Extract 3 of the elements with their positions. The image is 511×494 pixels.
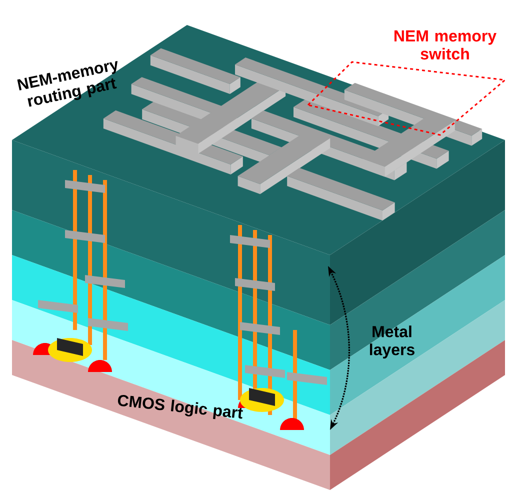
label-text: Metal layers <box>370 326 414 358</box>
label-text: CMOS logic part <box>118 394 243 420</box>
node-label: NEM memory switch <box>394 30 496 60</box>
